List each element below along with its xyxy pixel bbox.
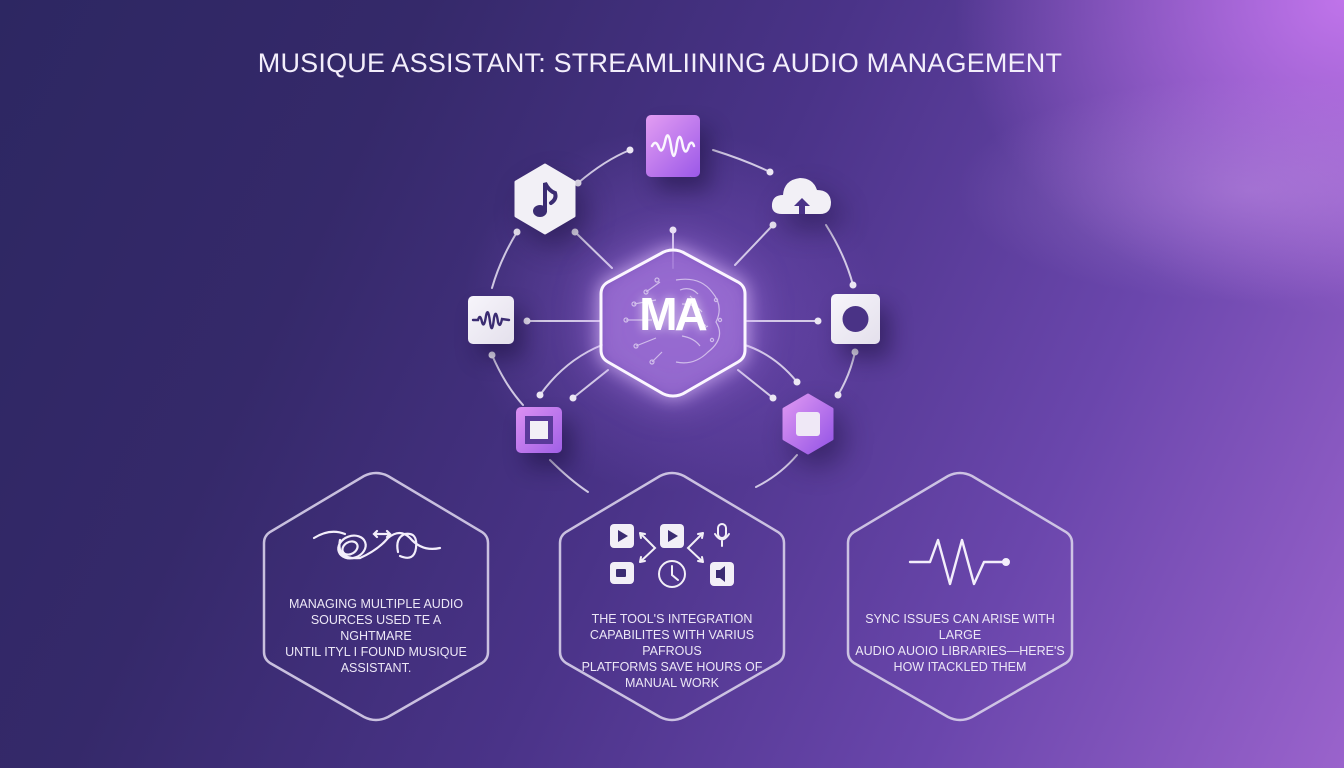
card-3-text: SYNC ISSUES CAN ARISE WITH LARGE AUDIO A… bbox=[855, 612, 1065, 674]
stop-square-tile[interactable] bbox=[516, 407, 562, 453]
page-title: MUSIQUE ASSISTANT: STREAMLIINING AUDIO M… bbox=[257, 48, 1063, 78]
stop-square-hex[interactable] bbox=[782, 393, 834, 455]
hub-hexagon bbox=[599, 248, 747, 398]
waveform-tile-top[interactable] bbox=[646, 115, 700, 177]
connector-dots bbox=[488, 146, 859, 402]
cloud-upload-icon bbox=[771, 178, 831, 214]
waveform-icon bbox=[650, 134, 696, 157]
tangled-cable-icon bbox=[312, 529, 442, 560]
card-2-text: THE TOOL'S INTEGRATION CAPABILITES WITH … bbox=[581, 612, 763, 690]
hub-label: MA bbox=[639, 288, 708, 340]
cloud-upload[interactable] bbox=[770, 172, 834, 218]
brain-circuit-icon bbox=[623, 277, 723, 365]
music-note-icon bbox=[533, 182, 558, 217]
waveform-icon bbox=[471, 310, 511, 330]
card-hexagons bbox=[262, 471, 1074, 722]
connector-lines bbox=[491, 149, 856, 493]
integrations-icon bbox=[610, 523, 734, 588]
pulse-line-icon bbox=[908, 538, 1011, 586]
waveform-tile-left[interactable] bbox=[468, 296, 514, 344]
stop-square-icon bbox=[525, 416, 553, 444]
circle-icon bbox=[842, 306, 869, 332]
stop-square-icon bbox=[796, 412, 820, 436]
music-note-hex[interactable] bbox=[513, 163, 577, 235]
card-1-text: MANAGING MULTIPLE AUDIO SOURCES USED TE … bbox=[285, 597, 467, 675]
record-circle-tile[interactable] bbox=[831, 294, 880, 344]
